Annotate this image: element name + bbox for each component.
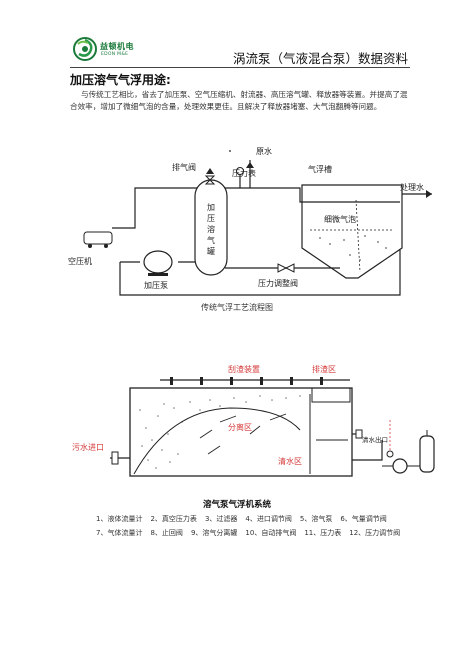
brand-name: 益顿机电 bbox=[100, 42, 134, 51]
figure1-caption: 传统气浮工艺流程图 bbox=[201, 303, 273, 312]
label-clear-zone: 清水区 bbox=[278, 456, 302, 466]
label-reflux-device: 刮渣装置 bbox=[228, 364, 260, 374]
label-tank: 加压溶气罐 bbox=[207, 202, 215, 256]
company-logo bbox=[70, 36, 100, 62]
label-micro-bubbles: 细微气泡 bbox=[324, 214, 356, 224]
label-inlet: 污水进口 bbox=[72, 442, 104, 452]
section-heading: 加压溶气气浮用途: bbox=[70, 73, 171, 87]
legend-item: 10、自动排气阀 bbox=[245, 529, 297, 537]
legend-item: 8、止回阀 bbox=[150, 529, 183, 537]
equipment-legend: 1、液体流量计 2、真空压力表 3、过滤器 4、进口调节阀 5、溶气泵 6、气量… bbox=[96, 512, 416, 540]
legend-item: 5、溶气泵 bbox=[299, 515, 333, 523]
legend-item: 7、气体流量计 bbox=[96, 529, 143, 537]
label-raw-water: 原水 bbox=[256, 146, 272, 156]
legend-item: 9、溶气分离罐 bbox=[190, 529, 238, 537]
label-float-tank: 气浮槽 bbox=[308, 164, 332, 174]
legend-item: 3、过滤器 bbox=[204, 515, 238, 523]
section-paragraph: 与传统工艺相比，省去了加压泵、空气压缩机、射流器、高压溶气罐、释放器等装置。并提… bbox=[70, 90, 408, 111]
label-treated-water: 处理水 bbox=[400, 182, 424, 192]
legend-item: 2、真空压力表 bbox=[150, 515, 197, 523]
label-slag-zone: 排渣区 bbox=[312, 364, 336, 374]
label-pressure-gauge: 压力表 bbox=[232, 168, 256, 178]
document-title: 涡流泵（气液混合泵）数据资料 bbox=[232, 51, 408, 66]
legend-item: 1、液体流量计 bbox=[96, 515, 143, 523]
label-compressor: 空压机 bbox=[68, 256, 92, 266]
traditional-process-diagram: 排气阀 压力表 原水 气浮槽 处理水 加压溶气罐 细微气泡 空压机 加压泵 压力… bbox=[68, 146, 432, 296]
legend-item: 11、压力表 bbox=[304, 529, 342, 537]
header-divider bbox=[70, 67, 410, 68]
legend-item: 12、压力调节阀 bbox=[349, 529, 401, 537]
label-separation-zone: 分离区 bbox=[228, 422, 252, 432]
label-exhaust-valve: 排气阀 bbox=[172, 162, 196, 172]
flotation-system-diagram: 刮渣装置 排渣区 分离区 清水区 污水进口 清水出口 bbox=[72, 364, 435, 477]
label-pump: 加压泵 bbox=[144, 280, 168, 290]
legend-row-1: 1、液体流量计 2、真空压力表 3、过滤器 4、进口调节阀 5、溶气泵 6、气量… bbox=[96, 512, 416, 526]
logo-swirl-icon bbox=[73, 37, 97, 61]
label-pressure-valve: 压力调整阀 bbox=[258, 278, 298, 288]
legend-item: 6、气量调节阀 bbox=[340, 515, 387, 523]
figure2-caption: 溶气泵气浮机系统 bbox=[202, 500, 271, 510]
label-clear-outlet: 清水出口 bbox=[362, 435, 388, 444]
legend-item: 4、进口调节阀 bbox=[245, 515, 292, 523]
brand-subtitle: EDON M&E bbox=[101, 52, 129, 57]
legend-row-2: 7、气体流量计 8、止回阀 9、溶气分离罐 10、自动排气阀 11、压力表 12… bbox=[96, 526, 416, 540]
